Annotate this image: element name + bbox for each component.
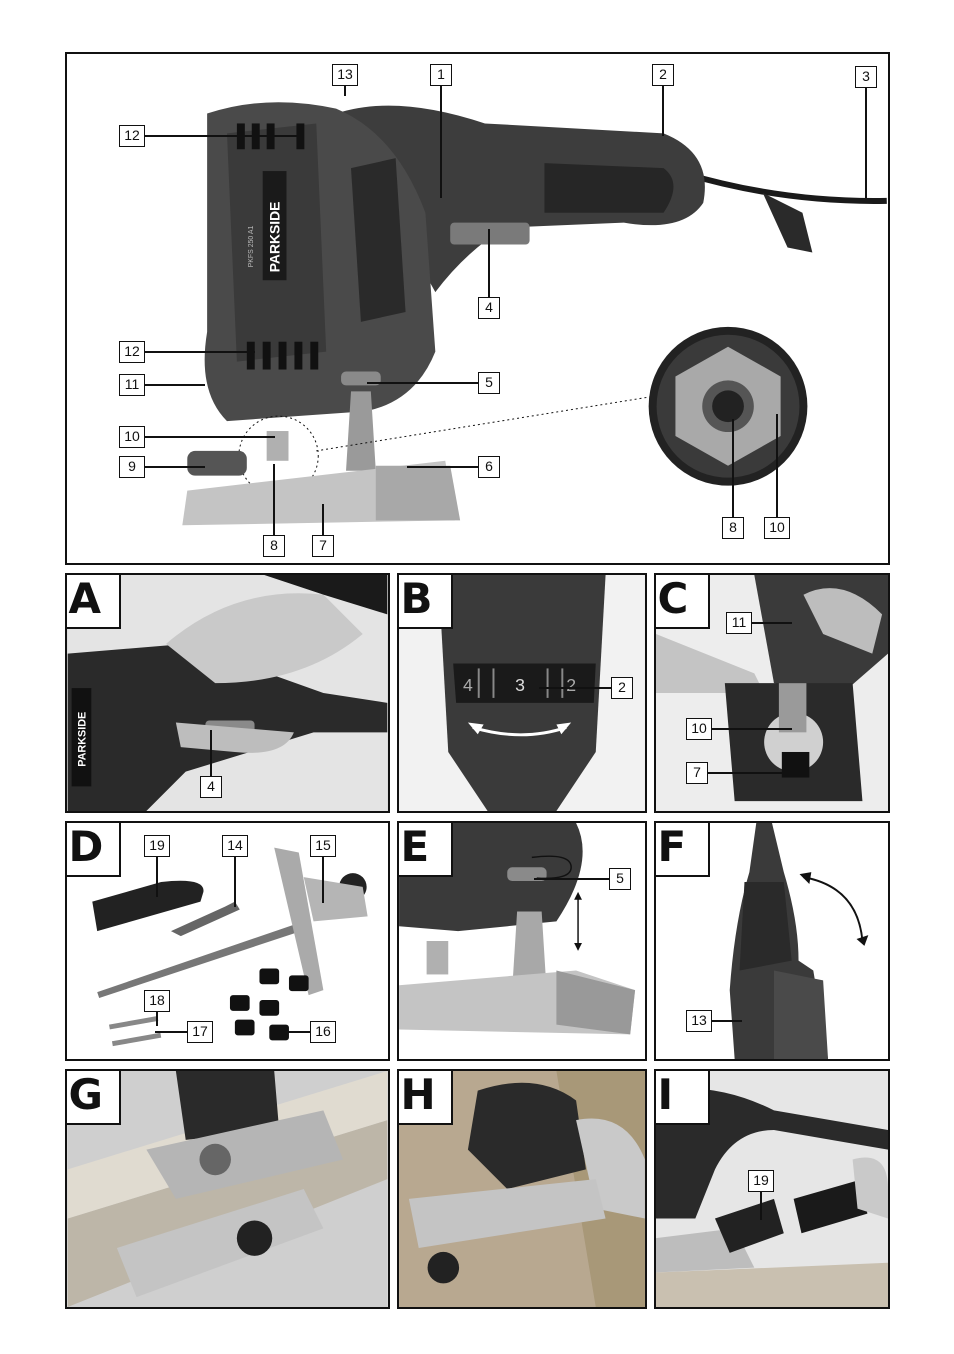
- dust-adapter: [92, 880, 204, 932]
- panel-b: 4 3 2 B 2: [397, 573, 647, 813]
- panel-d-callout-14: 14: [222, 835, 248, 857]
- panel-i-letter-box: I: [656, 1069, 710, 1125]
- panel-e-letter: E: [400, 821, 430, 871]
- panel-c-callout-7: 7: [686, 762, 708, 784]
- panel-h: H: [397, 1069, 647, 1309]
- panel-d-letter: D: [68, 821, 104, 871]
- callout-4: 4: [478, 297, 500, 319]
- panel-g-photo: [67, 1071, 388, 1307]
- callout-5: 5: [478, 372, 500, 394]
- callout-6: 6: [478, 456, 500, 478]
- panel-a-letter-box: A: [67, 573, 121, 629]
- callout-13: 13: [332, 64, 358, 86]
- brand-text: PARKSIDE: [267, 202, 283, 273]
- callout-10: 10: [119, 426, 145, 448]
- main-tool-figure: PARKSIDE PKFS 250 A1 13 1 2 3 12 4 12 11…: [65, 52, 890, 565]
- panel-h-photo: [399, 1071, 645, 1307]
- rotate-arrow-icon: [531, 855, 572, 880]
- panel-e: E 5: [397, 821, 647, 1061]
- trigger-switch: [450, 222, 530, 245]
- panel-b-callout-2: 2: [611, 677, 633, 699]
- callout-11: 11: [119, 374, 145, 396]
- panel-a-callout-4: 4: [200, 776, 222, 798]
- panel-a-brand: PARKSIDE: [76, 712, 88, 767]
- collet-nut: [266, 431, 289, 461]
- panel-e-callout-5: 5: [609, 868, 631, 890]
- callout-12-bottom: 12: [119, 341, 145, 363]
- panel-i-callout-19: 19: [748, 1170, 774, 1192]
- panel-f-photo: [729, 823, 869, 1059]
- panel-h-letter: H: [400, 1069, 436, 1119]
- panel-f-letter: F: [657, 821, 687, 871]
- panel-d-callout-18: 18: [144, 990, 170, 1012]
- dial-digit-2: 2: [566, 675, 576, 695]
- panel-d-photo: [92, 847, 368, 1047]
- panel-g-letter: G: [68, 1069, 103, 1119]
- panel-f-letter-box: F: [656, 821, 710, 877]
- panel-c-callout-10: 10: [686, 718, 712, 740]
- panel-i: I 19: [654, 1069, 890, 1309]
- panel-b-letter-box: B: [399, 573, 453, 629]
- panel-f-callout-13: 13: [686, 1010, 712, 1032]
- panel-a-photo: PARKSIDE: [67, 575, 388, 811]
- panel-d-callout-16: 16: [310, 1021, 336, 1043]
- panel-a-letter: A: [68, 573, 102, 623]
- dial-digit-3: 3: [515, 675, 525, 695]
- panel-d-callout-15: 15: [310, 835, 336, 857]
- panel-c-letter-box: C: [656, 573, 710, 629]
- callout-1: 1: [430, 64, 452, 86]
- dial-digit-4: 4: [463, 675, 473, 695]
- panel-g-letter-box: G: [67, 1069, 121, 1125]
- panel-d-callout-19: 19: [144, 835, 170, 857]
- callout-8: 8: [263, 535, 285, 557]
- callout-2: 2: [652, 64, 674, 86]
- model-text: PKFS 250 A1: [248, 226, 255, 268]
- callout-7: 7: [312, 535, 334, 557]
- callout-12-top: 12: [119, 125, 145, 147]
- panel-h-letter-box: H: [399, 1069, 453, 1125]
- callout-3: 3: [855, 66, 877, 88]
- panel-d: D 19 14 15 18 17 16: [65, 821, 390, 1061]
- panel-g: G: [65, 1069, 390, 1309]
- panel-c-callout-11: 11: [726, 612, 752, 634]
- panel-c-letter: C: [657, 573, 689, 623]
- panel-f: F 13: [654, 821, 890, 1061]
- panel-e-letter-box: E: [399, 821, 453, 877]
- rotate-arrow-icon: [472, 726, 567, 737]
- panel-i-letter: I: [657, 1069, 674, 1119]
- panel-b-letter: B: [400, 573, 433, 623]
- callout-zoom-10: 10: [764, 517, 790, 539]
- panel-c-photo: [656, 575, 888, 811]
- swivel-arrow-icon: [803, 876, 864, 942]
- callout-zoom-8: 8: [722, 517, 744, 539]
- panel-d-letter-box: D: [67, 821, 121, 877]
- panel-c: C 11 10 7: [654, 573, 890, 813]
- panel-d-callout-17: 17: [187, 1021, 213, 1043]
- callout-9: 9: [119, 456, 145, 478]
- panel-a: PARKSIDE A 4: [65, 573, 390, 813]
